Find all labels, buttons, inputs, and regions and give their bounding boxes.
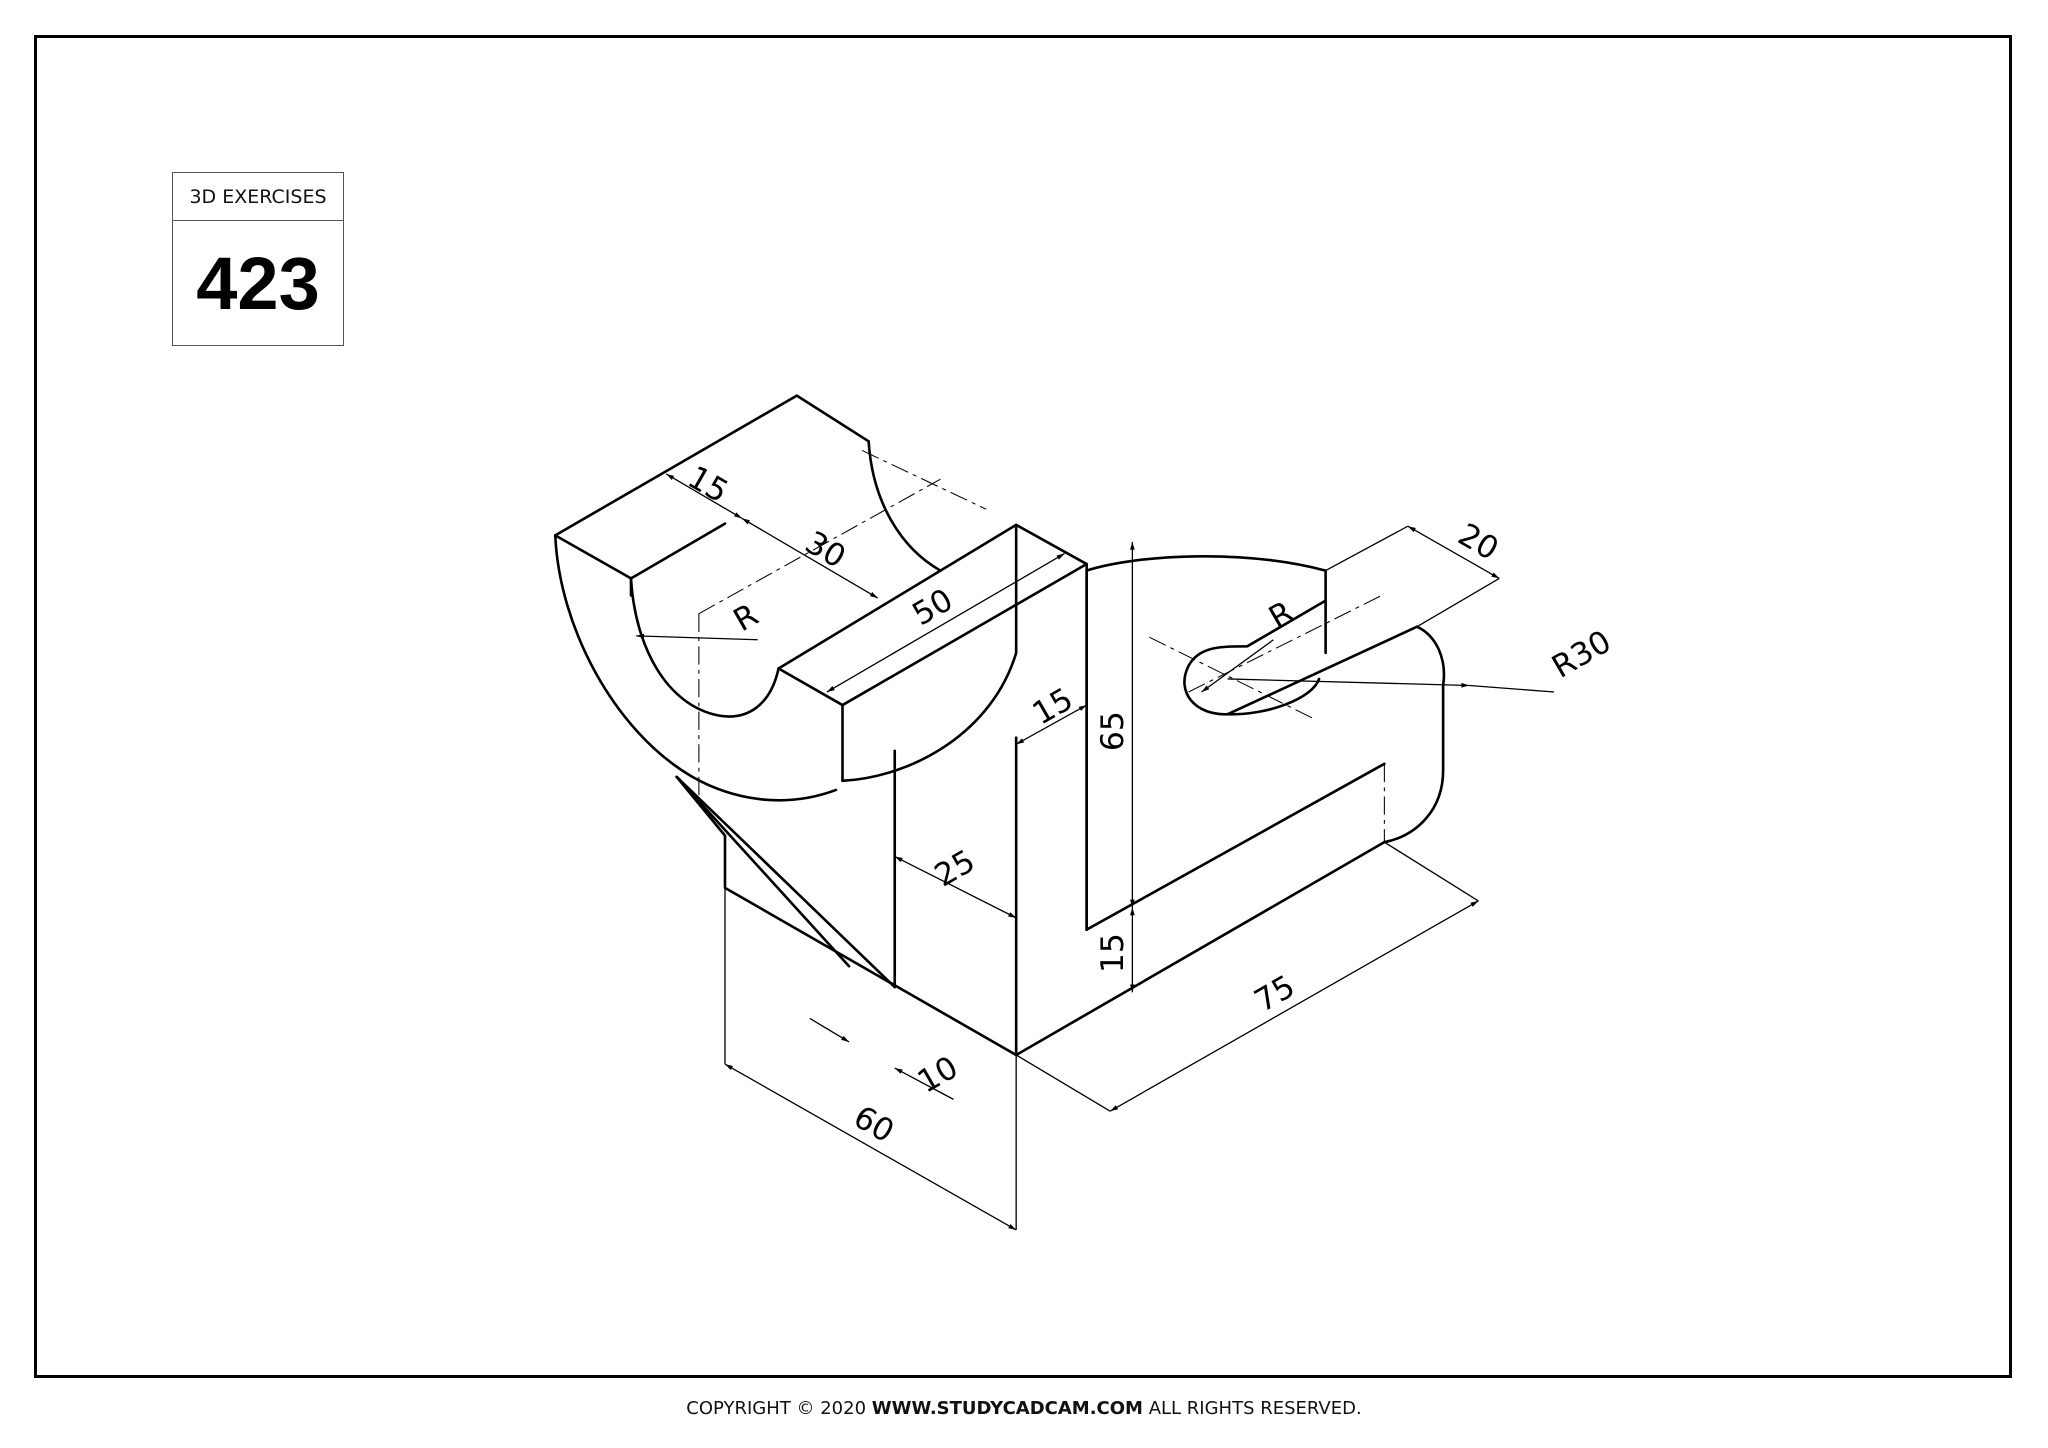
dim-gusset-offset: 10: [912, 1049, 965, 1100]
dim-radius-left: R: [728, 597, 765, 639]
dim-slot-width: 20: [1452, 517, 1505, 568]
dim-height: 65: [1095, 711, 1131, 751]
copyright-prefix: COPYRIGHT © 2020: [686, 1398, 872, 1419]
dim-length: 75: [1249, 969, 1302, 1020]
dim-radius-slot: R: [1263, 594, 1300, 636]
dim-base-thickness: 15: [1095, 933, 1131, 973]
copyright-suffix: ALL RIGHTS RESERVED.: [1142, 1398, 1362, 1419]
exercise-number: 423: [196, 241, 320, 325]
dim-top-width: 15: [682, 459, 735, 510]
dim-slot-spacing: 30: [799, 525, 852, 576]
dimension-labels: 15 30 50 R 15 65 15 25 10 60 75 20 R R30: [682, 459, 1618, 1150]
dim-width: 60: [847, 1099, 900, 1150]
dim-top-length: 50: [907, 582, 960, 633]
exercise-category-label: 3D EXERCISES: [173, 173, 343, 221]
exercise-title-block: 3D EXERCISES 423: [172, 172, 344, 346]
sheet-border: [34, 35, 2012, 1378]
copyright-footer: COPYRIGHT © 2020 WWW.STUDYCADCAM.COM ALL…: [0, 1398, 2048, 1419]
copyright-site-link[interactable]: WWW.STUDYCADCAM.COM: [871, 1398, 1143, 1419]
dim-end-radius: R30: [1546, 624, 1617, 686]
dim-web-depth: 25: [929, 843, 982, 894]
dim-web-thickness: 15: [1027, 681, 1080, 732]
center-lines: [698, 449, 1385, 843]
dimension-lines: [636, 473, 1555, 1231]
